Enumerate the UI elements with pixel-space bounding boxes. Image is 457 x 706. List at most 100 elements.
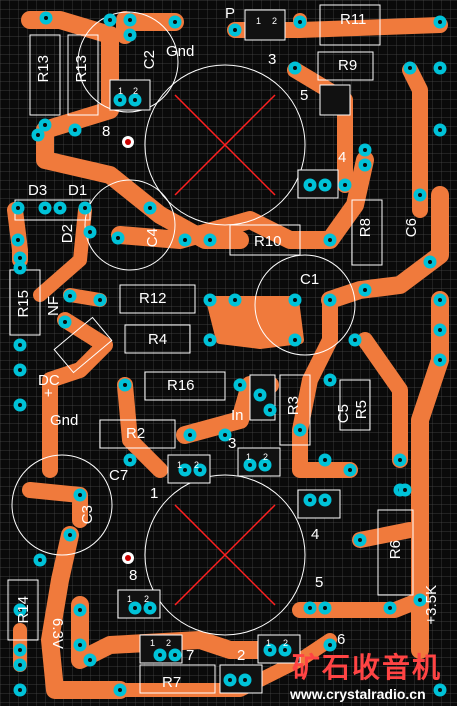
pad-hole xyxy=(363,163,367,167)
pad-hole xyxy=(188,433,192,437)
pad-hole xyxy=(18,663,22,667)
label-1: 1 xyxy=(150,485,159,502)
pad-hole xyxy=(293,66,297,70)
pad-hole xyxy=(18,648,22,652)
pin-label: 1 xyxy=(118,86,124,96)
label-c7: C7 xyxy=(109,467,129,484)
component-outlines xyxy=(7,4,414,694)
pad-hole xyxy=(16,206,20,210)
pad-hole xyxy=(98,298,102,302)
pin-label: 2 xyxy=(133,86,139,96)
pad-hole xyxy=(123,383,127,387)
pad-hole xyxy=(293,298,297,302)
label-c3: C3 xyxy=(79,505,96,525)
pad-hole xyxy=(128,18,132,22)
mounting-holes xyxy=(122,136,134,564)
label-dc-plus: + xyxy=(44,385,53,402)
label-3-mid: 3 xyxy=(228,435,237,452)
pad-hole xyxy=(108,18,112,22)
pads xyxy=(11,11,447,697)
pad-hole xyxy=(128,33,132,37)
label-3-5k: +3.5K xyxy=(423,585,440,625)
pad-hole xyxy=(68,533,72,537)
pin-label: 1 xyxy=(177,460,183,470)
label-d3: D3 xyxy=(28,182,48,199)
label-2: 2 xyxy=(237,647,246,664)
pad-hole xyxy=(233,298,237,302)
pad-hole xyxy=(298,20,302,24)
pad-hole xyxy=(183,468,187,472)
pad-hole xyxy=(38,558,42,562)
pad-hole xyxy=(343,183,347,187)
pad-hole xyxy=(208,298,212,302)
pin-label: 1 xyxy=(266,638,272,648)
pad-hole xyxy=(88,230,92,234)
pad-hole xyxy=(73,128,77,132)
label-c1: C1 xyxy=(300,271,320,288)
pad-hole xyxy=(158,653,162,657)
label-gnd-top: Gnd xyxy=(166,43,195,60)
pin-label: 1 xyxy=(246,452,252,462)
watermark-brand: 矿石收音机 xyxy=(292,651,443,684)
label-c2: C2 xyxy=(141,50,158,70)
pad-hole xyxy=(18,256,22,260)
pad-hole xyxy=(363,288,367,292)
label-r14: R14 xyxy=(15,596,32,624)
pad-hole xyxy=(16,238,20,242)
label-4-bot: 4 xyxy=(311,526,320,543)
pin-label: 1 xyxy=(127,594,133,604)
pad-hole xyxy=(328,378,332,382)
pad-hole xyxy=(173,653,177,657)
pad-hole xyxy=(208,238,212,242)
label-r13b: R13 xyxy=(73,55,90,83)
pad-hole xyxy=(388,606,392,610)
label-r11: R11 xyxy=(340,11,367,28)
pad-hole xyxy=(398,458,402,462)
pad-hole xyxy=(323,498,327,502)
label-r16: R16 xyxy=(167,377,195,394)
label-nf: NF xyxy=(45,296,62,316)
pad-hole xyxy=(293,338,297,342)
label-4-top: 4 xyxy=(338,149,347,166)
pad-hole xyxy=(418,193,422,197)
watermark-url: www.crystalradio.cn xyxy=(290,686,426,702)
pad-hole xyxy=(328,298,332,302)
pad-hole xyxy=(198,468,202,472)
pad-hole xyxy=(78,643,82,647)
label-r3: R3 xyxy=(285,396,302,416)
pin-label: 2 xyxy=(194,460,200,470)
label-r2: R2 xyxy=(126,425,146,442)
pin-label: 2 xyxy=(283,638,289,648)
pad-hole xyxy=(438,328,442,332)
cross-marks xyxy=(174,94,276,606)
pad-hole xyxy=(358,538,362,542)
pad-hole xyxy=(308,183,312,187)
pad-hole xyxy=(323,606,327,610)
label-7: 7 xyxy=(186,647,195,664)
pad-hole xyxy=(438,20,442,24)
pad-hole xyxy=(238,383,242,387)
pad-hole xyxy=(118,98,122,102)
pad-hole xyxy=(148,606,152,610)
pad-hole xyxy=(116,236,120,240)
label-r7: R7 xyxy=(162,674,182,691)
pad-hole xyxy=(78,608,82,612)
pad-hole xyxy=(248,463,252,467)
pad-hole xyxy=(263,463,267,467)
pad-hole xyxy=(36,133,40,137)
pad-hole xyxy=(63,320,67,324)
pad-hole xyxy=(438,298,442,302)
pad-hole xyxy=(133,606,137,610)
pad-hole xyxy=(133,98,137,102)
pad-hole xyxy=(268,648,272,652)
pad-hole xyxy=(88,658,92,662)
pad-hole xyxy=(328,643,332,647)
pad-hole xyxy=(228,678,232,682)
pad-hole xyxy=(438,688,442,692)
pad-hole xyxy=(428,260,432,264)
pad-hole xyxy=(258,393,262,397)
pin-label: 1 xyxy=(256,16,262,26)
pin-label: 2 xyxy=(263,452,269,462)
